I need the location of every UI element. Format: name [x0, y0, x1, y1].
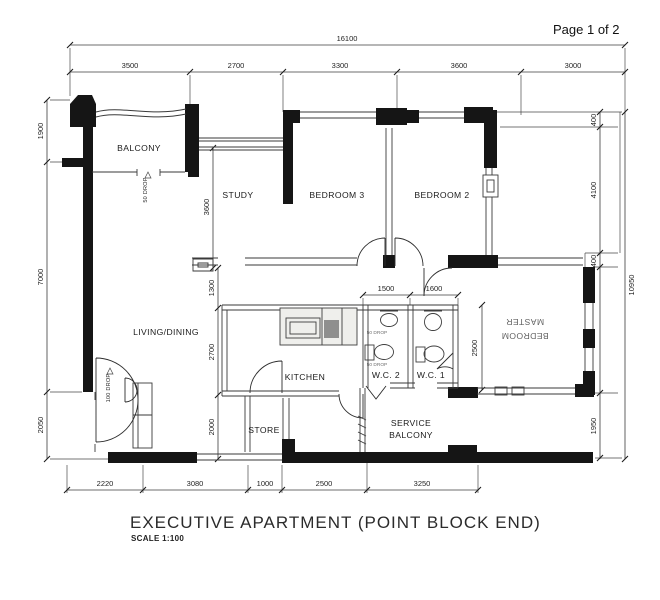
dim-left-2: 7000	[36, 269, 45, 286]
wc2-door	[365, 385, 387, 400]
label-bedroom2: BEDROOM 2	[414, 190, 469, 200]
store-door	[249, 360, 283, 394]
kitchen-sink	[285, 317, 321, 339]
dim-left-1: 1900	[36, 123, 45, 140]
entrance-drop-note: 100 DROP	[106, 374, 112, 403]
wc2-basin	[380, 313, 398, 327]
dim-right-1: 400	[589, 114, 598, 127]
label-service-balcony-2: BALCONY	[389, 430, 433, 440]
bedroom2-window	[482, 174, 499, 198]
label-kitchen: KITCHEN	[285, 372, 326, 382]
dim-wc2-width: 1500	[378, 284, 395, 293]
dim-chain-2: 2700	[207, 344, 216, 361]
dim-top-2: 2700	[228, 61, 245, 70]
label-living-dining: LIVING/DINING	[133, 327, 199, 337]
wc1-toilet-tank	[415, 346, 426, 363]
drawing-scale: SCALE 1:100	[131, 534, 184, 543]
kitchen-service-door	[338, 393, 364, 419]
dim-bottom-5: 3250	[414, 479, 431, 488]
dimension-labels: 16100 3500 2700 3300 3600 3000 1900 7000…	[36, 34, 636, 488]
label-bedroom3: BEDROOM 3	[309, 190, 364, 200]
entrance-leaf	[124, 377, 138, 403]
label-master-line2: BEDROOM	[501, 331, 548, 341]
dim-study-depth: 3600	[202, 199, 211, 216]
label-study: STUDY	[222, 190, 253, 200]
dim-top-4: 3600	[451, 61, 468, 70]
wc1-toilet	[423, 345, 445, 363]
dim-master-depth: 2500	[470, 340, 479, 357]
wc-drop-note-a: 50 DROP	[367, 330, 388, 336]
dim-right-overall: 10950	[627, 275, 636, 296]
dim-top-1: 3500	[122, 61, 139, 70]
label-master-line1: MASTER	[506, 317, 544, 327]
kitchen-stove	[324, 320, 339, 338]
riser-shaft	[132, 382, 153, 449]
label-wc2: W.C. 2	[372, 370, 400, 380]
label-master-bedroom: MASTER BEDROOM	[501, 317, 548, 341]
title-block: EXECUTIVE APARTMENT (POINT BLOCK END) SC…	[130, 22, 620, 543]
dim-top-3: 3300	[332, 61, 349, 70]
dim-right-2: 4100	[589, 182, 598, 199]
master-bedroom-door	[423, 267, 453, 297]
bedroom2-door	[394, 237, 424, 267]
kitchen-counter	[279, 307, 358, 346]
wc1-basin	[424, 313, 442, 331]
balcony-drop-note: 50 DROP	[143, 177, 149, 202]
wc-drop-note-b: 50 DROP	[367, 362, 388, 368]
dim-bottom-1: 2220	[97, 479, 114, 488]
label-balcony: BALCONY	[117, 143, 161, 153]
dim-bottom-2: 3080	[187, 479, 204, 488]
label-wc1: W.C. 1	[417, 370, 445, 380]
drawing-title: EXECUTIVE APARTMENT (POINT BLOCK END)	[130, 513, 541, 532]
dim-chain-3: 2000	[207, 419, 216, 436]
dimension-lines	[43, 41, 629, 494]
drop-annotations: 50 DROP 100 DROP 50 DROP 50 DROP	[106, 171, 388, 403]
entrance-door	[95, 357, 139, 443]
wc2-toilet-tank	[364, 344, 375, 361]
dim-bottom-4: 2500	[316, 479, 333, 488]
dim-right-3: 400	[589, 255, 598, 268]
doors	[95, 237, 454, 443]
walls	[62, 95, 595, 463]
dim-right-4: 1950	[589, 418, 598, 435]
label-store: STORE	[248, 425, 279, 435]
dim-top-overall: 16100	[337, 34, 358, 43]
page-number: Page 1 of 2	[553, 22, 620, 37]
label-service-balcony-1: SERVICE	[391, 418, 431, 428]
room-labels: BALCONY STUDY BEDROOM 3 BEDROOM 2 LIVING…	[117, 143, 549, 440]
wc2-toilet	[374, 344, 394, 360]
dim-top-5: 3000	[565, 61, 582, 70]
wc1-door	[436, 352, 454, 370]
dim-wc1-width: 1600	[426, 284, 443, 293]
dim-bottom-3: 1000	[257, 479, 274, 488]
dim-left-3: 2050	[36, 417, 45, 434]
bedroom3-door	[356, 237, 386, 267]
dim-chain-1: 1300	[207, 280, 216, 297]
fixtures	[279, 307, 445, 363]
